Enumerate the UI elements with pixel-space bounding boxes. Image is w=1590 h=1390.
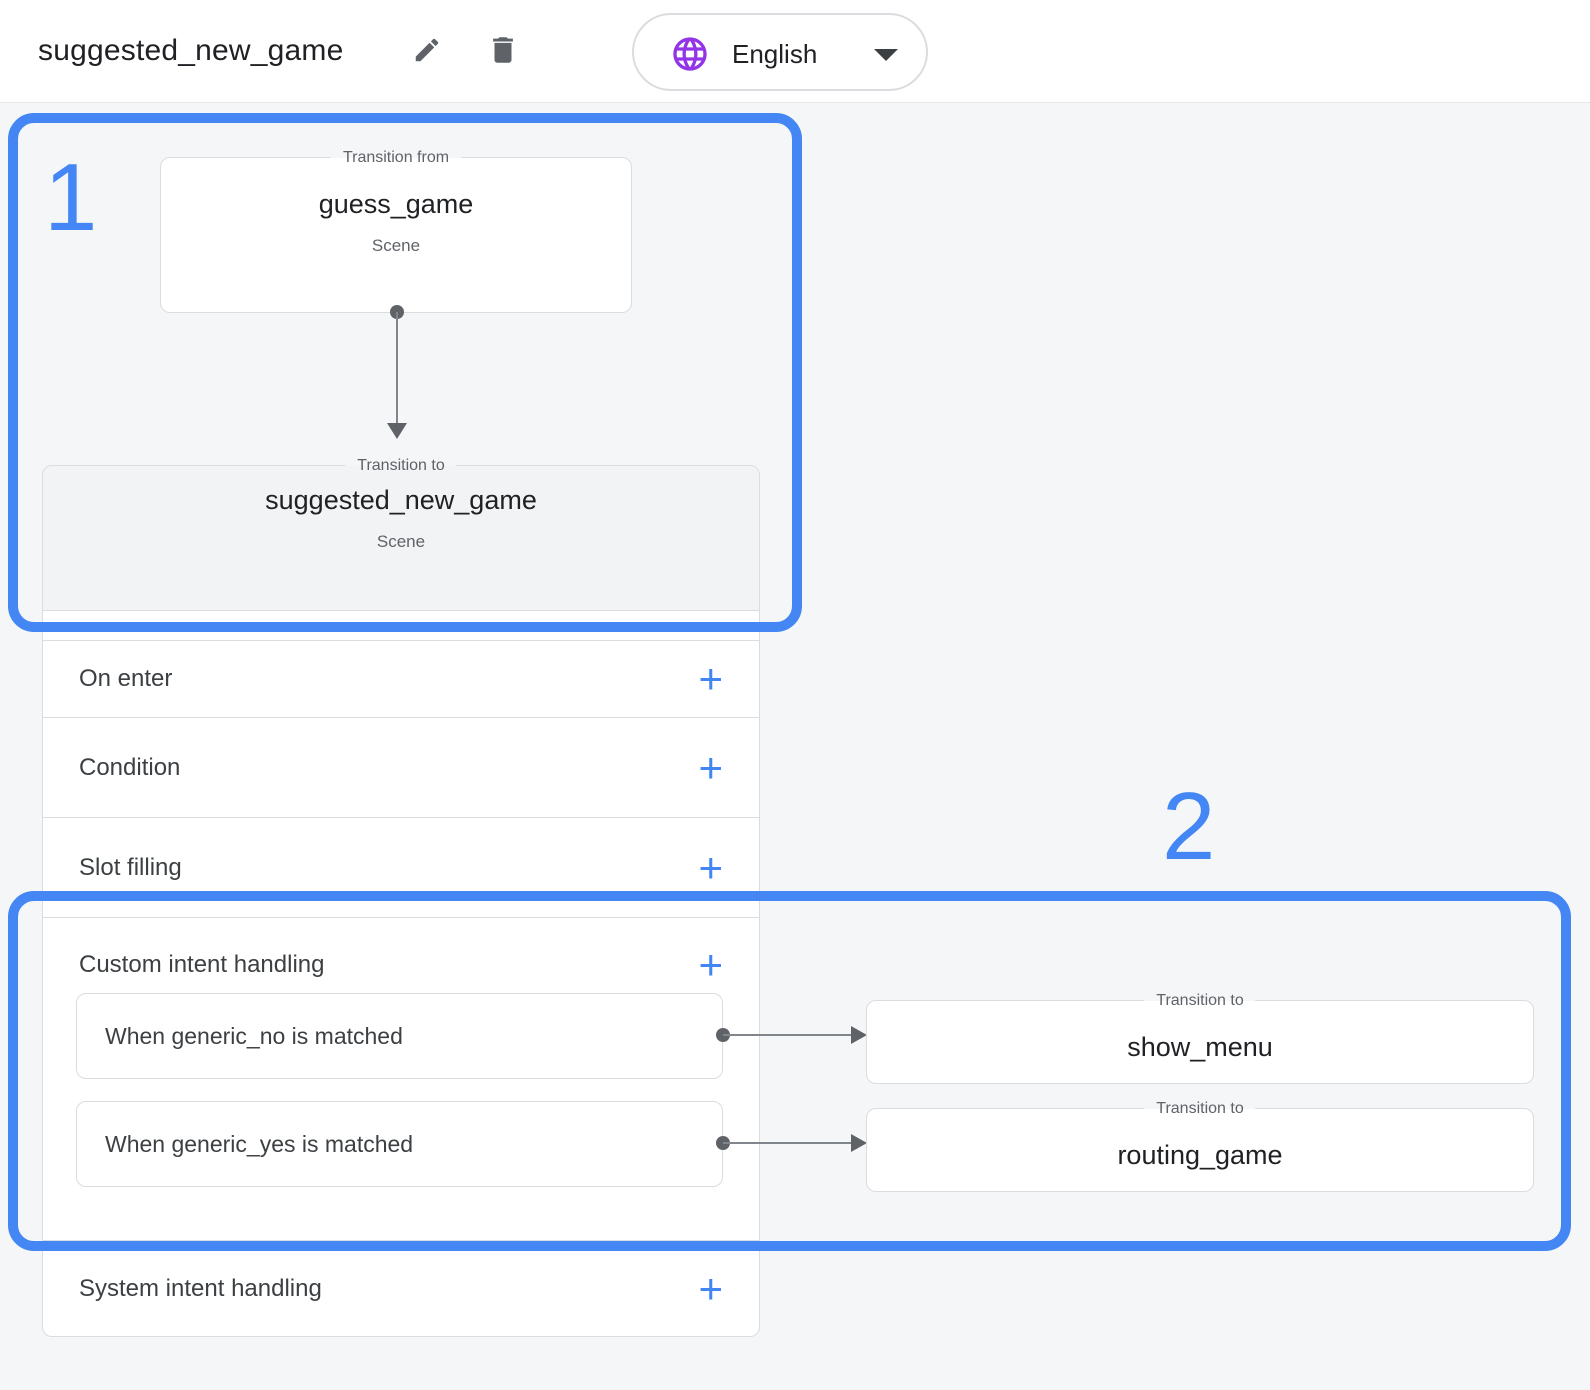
add-on-enter-button[interactable]: + [698, 655, 723, 702]
language-selector[interactable]: English [632, 13, 928, 91]
chevron-down-icon [874, 49, 898, 61]
section-on-enter: On enter + [43, 641, 759, 718]
on-enter-label: On enter [79, 665, 173, 692]
annotation-number-2: 2 [1162, 773, 1216, 880]
add-custom-intent-button[interactable]: + [698, 941, 723, 988]
custom-intent-head: Custom intent handling + [43, 918, 759, 986]
transition-target-routing-game[interactable]: Transition to routing_game [866, 1096, 1534, 1192]
arrow-right-icon [851, 1026, 867, 1044]
from-scene-type: Scene [371, 235, 421, 255]
arrow-down-icon [387, 423, 407, 439]
section-slot-filling: Slot filling + [43, 818, 759, 918]
section-custom-intent-handling: Custom intent handling + When generic_no… [43, 918, 759, 1241]
trash-icon[interactable] [486, 33, 520, 67]
to-scene-name: suggested_new_game [265, 484, 537, 515]
condition-label: Condition [79, 753, 181, 781]
language-label: English [732, 39, 818, 69]
routing-game-legend: Transition to [1144, 1096, 1256, 1122]
from-scene-name: guess_game [318, 188, 474, 219]
edit-pencil-icon[interactable] [412, 35, 442, 65]
from-card-content: guess_game Scene [161, 158, 631, 312]
system-intent-label: System intent handling [79, 1274, 322, 1302]
add-system-intent-button[interactable]: + [698, 1264, 723, 1312]
to-scene-type: Scene [376, 531, 426, 551]
intent-generic-yes-label: When generic_yes is matched [105, 1130, 414, 1157]
slot-filling-label: Slot filling [79, 853, 182, 881]
show-menu-legend: Transition to [1144, 988, 1256, 1014]
transition-target-show-menu[interactable]: Transition to show_menu [866, 988, 1534, 1084]
panel-divider-strip [43, 611, 759, 641]
page-title: suggested_new_game [38, 34, 344, 67]
intent-card-generic-yes[interactable]: When generic_yes is matched [76, 1101, 723, 1187]
intent-generic-no-label: When generic_no is matched [105, 1022, 403, 1049]
globe-icon [670, 34, 710, 74]
connector-line [723, 1142, 852, 1144]
to-card-content: suggested_new_game Scene [43, 466, 759, 610]
routing-game-name: routing_game [1117, 1139, 1283, 1170]
arrow-right-icon [851, 1134, 867, 1152]
annotation-number-1: 1 [44, 144, 98, 251]
section-system-intent-handling: System intent handling + [43, 1241, 759, 1336]
scene-panel: Transition to suggested_new_game Scene O… [42, 453, 760, 1337]
transition-from-card[interactable]: Transition from guess_game Scene [160, 145, 632, 313]
section-condition: Condition + [43, 718, 759, 818]
transition-from-legend: Transition from [330, 145, 462, 171]
transition-to-legend: Transition to [345, 453, 457, 479]
add-condition-button[interactable]: + [698, 743, 723, 791]
custom-intent-label: Custom intent handling [79, 951, 325, 978]
add-slot-filling-button[interactable]: + [698, 843, 723, 891]
header: suggested_new_game English [0, 0, 1590, 103]
connector-line [723, 1034, 852, 1036]
intent-card-generic-no[interactable]: When generic_no is matched [76, 993, 723, 1079]
connector-line [396, 312, 398, 424]
show-menu-name: show_menu [1127, 1031, 1273, 1062]
transition-to-header: Transition to suggested_new_game Scene [43, 453, 759, 611]
